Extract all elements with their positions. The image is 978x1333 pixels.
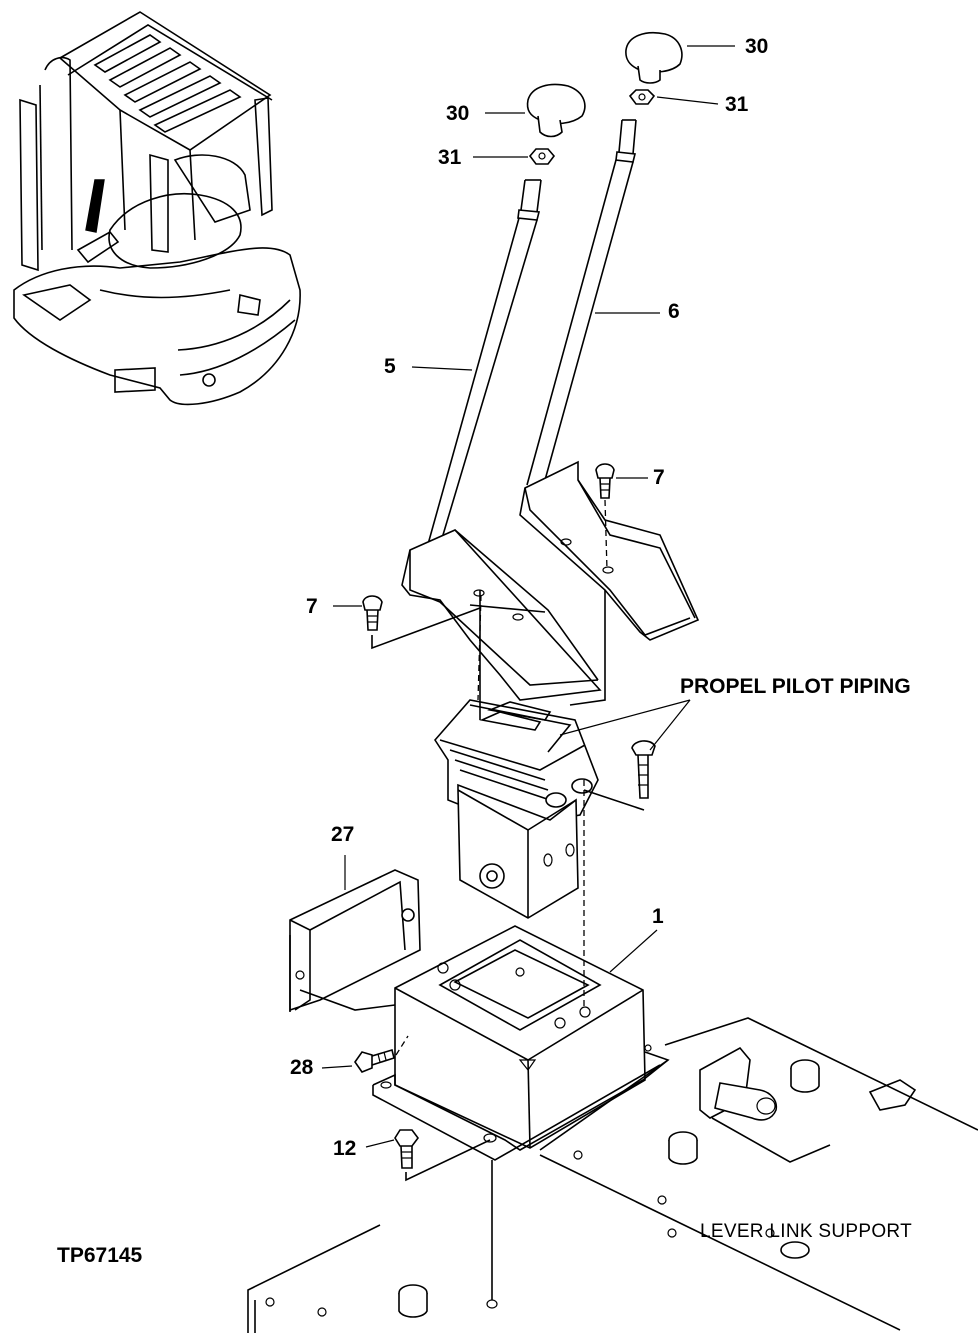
lever-link-support-label: LEVER LINK SUPPORT (700, 1221, 912, 1242)
callout-30-left: 30 (446, 102, 469, 125)
pilot-valve-assembly (433, 590, 606, 919)
callout-31-left: 31 (438, 146, 462, 169)
propel-pilot-piping-screw (583, 740, 656, 811)
lever-right-part-6 (519, 119, 700, 641)
nut-right-part-31 (628, 89, 656, 105)
callout-30-right: 30 (745, 35, 768, 58)
callout-1: 1 (652, 905, 664, 928)
callout-27: 27 (331, 823, 354, 846)
lever-left-part-5 (401, 179, 602, 701)
callout-7-right: 7 (653, 466, 665, 489)
bolt-part-12 (394, 1129, 491, 1182)
callout-7-left: 7 (306, 595, 318, 618)
lever-box-part-1 (372, 780, 670, 1309)
propel-pilot-piping-label: PROPEL PILOT PIPING (680, 675, 911, 698)
bracket-part-27 (289, 869, 421, 1012)
screw-right-part-7 (595, 463, 615, 571)
bolt-part-28 (354, 1035, 409, 1073)
nut-left-part-31 (528, 148, 556, 165)
figure-code: TP67145 (57, 1244, 143, 1267)
callout-28: 28 (290, 1056, 314, 1079)
knob-left-part-30 (526, 83, 586, 138)
leader-lines (321, 45, 735, 1148)
knob-right-part-30 (625, 32, 683, 84)
machine-overview-illustration (13, 11, 301, 406)
floor-plate-illustration (247, 1017, 978, 1333)
callout-6: 6 (668, 300, 680, 323)
callout-12: 12 (333, 1137, 356, 1160)
callout-31-right: 31 (725, 93, 749, 116)
callout-5: 5 (384, 355, 396, 378)
